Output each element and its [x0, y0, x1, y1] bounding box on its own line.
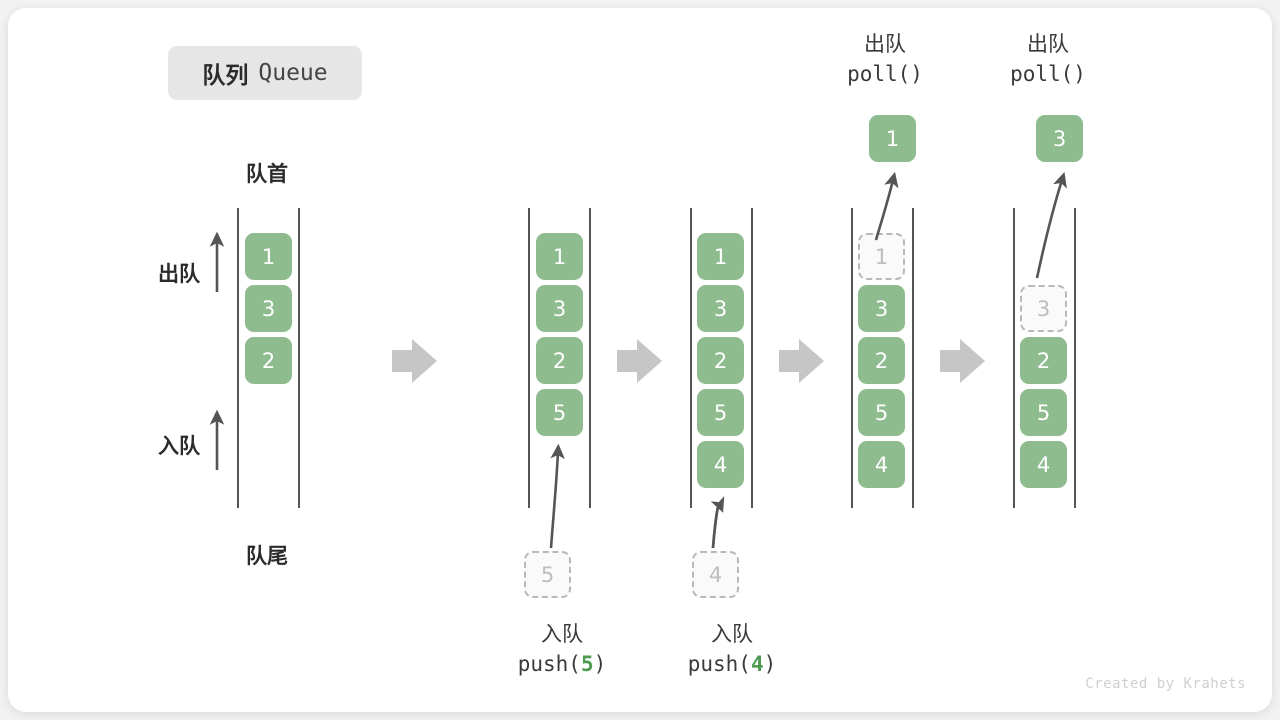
queue-cell: 3 [697, 285, 744, 332]
queue-cell: 1 [697, 233, 744, 280]
enqueue-direction-label: 入队 [158, 434, 200, 458]
queue-cell: 2 [858, 337, 905, 384]
queue-cell: 1 [245, 233, 292, 280]
queue-cell: 3 [245, 285, 292, 332]
queue-tail-label: 队尾 [246, 544, 288, 568]
queue-head-label: 队首 [246, 162, 288, 186]
queue-cell: 5 [1020, 389, 1067, 436]
queue-cell: 4 [1020, 441, 1067, 488]
rail-right [1074, 208, 1076, 508]
queue-cell: 1 [536, 233, 583, 280]
queue-cell: 5 [858, 389, 905, 436]
poll-1-caption: 出队 poll() [805, 30, 965, 90]
pending-push-value: 4 [692, 551, 739, 598]
title-en: Queue [258, 60, 328, 86]
queue-cell-removed: 1 [858, 233, 905, 280]
dequeue-direction-label: 出队 [158, 262, 200, 286]
rail-right [589, 208, 591, 508]
queue-cell: 2 [245, 337, 292, 384]
rail-left [851, 208, 853, 508]
poll-1-caption-cn: 出队 [864, 32, 906, 56]
queue-cell-new: 5 [536, 389, 583, 436]
rail-right [298, 208, 300, 508]
rail-left [1013, 208, 1015, 508]
poll-3-caption: 出队 poll() [968, 30, 1128, 90]
credit-text: Created by Krahets [1085, 676, 1246, 692]
queue-cell: 3 [858, 285, 905, 332]
rail-left [237, 208, 239, 508]
queue-cell: 2 [1020, 337, 1067, 384]
push-4-caption-code: push(4) [687, 651, 777, 676]
queue-cell-removed: 3 [1020, 285, 1067, 332]
push-5-caption-cn: 入队 [541, 622, 583, 646]
queue-cell: 3 [536, 285, 583, 332]
rail-right [912, 208, 914, 508]
pending-push-value: 5 [524, 551, 571, 598]
queue-cell-new: 4 [697, 441, 744, 488]
queue-cell: 2 [697, 337, 744, 384]
rail-left [690, 208, 692, 508]
polled-value: 3 [1036, 115, 1083, 162]
push-5-caption-code: push(5) [517, 651, 607, 676]
poll-3-caption-cn: 出队 [1027, 32, 1069, 56]
rail-left [528, 208, 530, 508]
push-5-caption: 入队 push(5) [462, 620, 662, 680]
poll-1-caption-code: poll() [847, 61, 923, 86]
push-4-caption: 入队 push(4) [632, 620, 832, 680]
push-4-caption-cn: 入队 [711, 622, 753, 646]
white-card [8, 8, 1272, 712]
polled-value: 1 [869, 115, 916, 162]
title-cn: 队列 [202, 63, 249, 89]
poll-3-caption-code: poll() [1010, 61, 1086, 86]
queue-cell: 4 [858, 441, 905, 488]
queue-cell: 2 [536, 337, 583, 384]
queue-cell: 5 [697, 389, 744, 436]
title-badge: 队列 Queue [168, 46, 362, 100]
rail-right [751, 208, 753, 508]
